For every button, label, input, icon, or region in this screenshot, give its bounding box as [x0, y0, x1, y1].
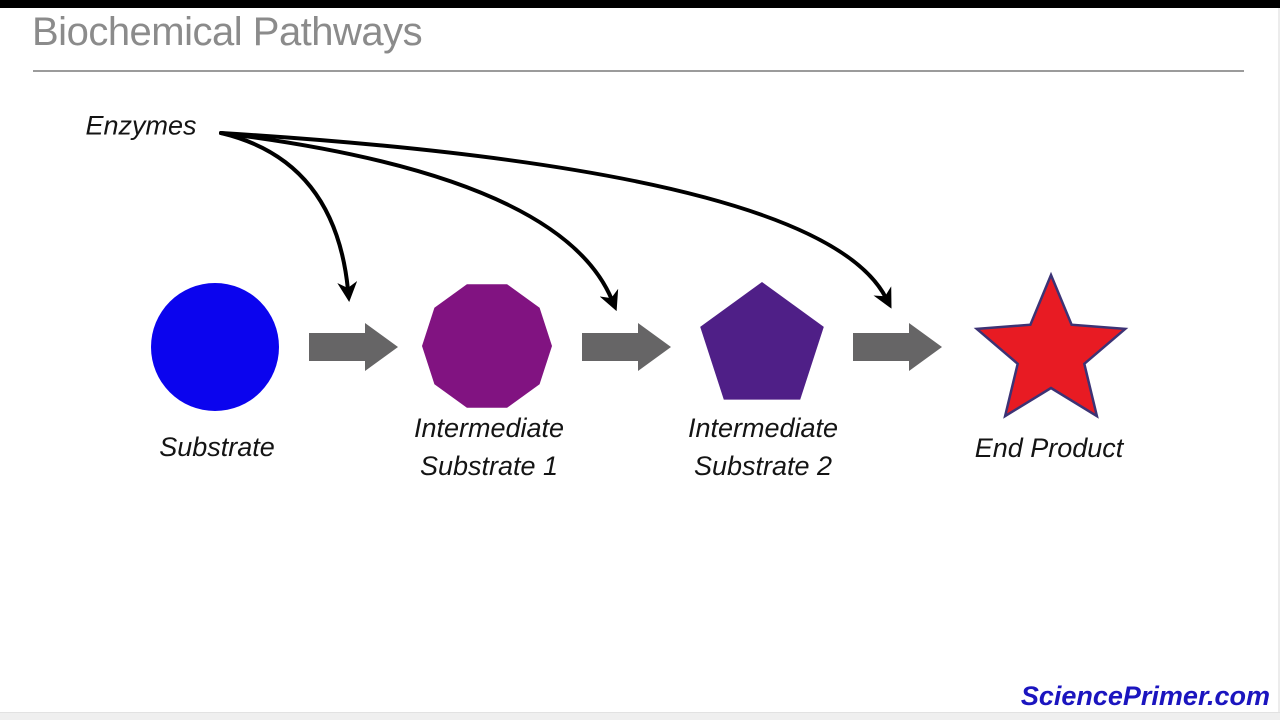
title-divider-line: [33, 70, 1244, 72]
intermediate-1-label: Intermediate Substrate 1: [413, 413, 565, 481]
process-arrow-1: [309, 323, 398, 371]
intermediate-1-decagon: [422, 284, 552, 408]
slide-right-edge-line: [1278, 8, 1280, 712]
intermediate-2-label: Intermediate Substrate 2: [687, 413, 839, 481]
substrate-label: Substrate: [159, 432, 275, 462]
substrate-circle: [151, 283, 279, 411]
process-arrow-2: [582, 323, 671, 371]
end-product-label: End Product: [974, 433, 1124, 463]
enzymes-label: Enzymes: [85, 110, 197, 141]
enzyme-arrow-1: [219, 131, 358, 302]
page-title: Biochemical Pathways: [32, 10, 423, 54]
top-letterbox-bar: [0, 0, 1280, 8]
process-arrow-3: [853, 323, 942, 371]
enzyme-arrow-2: [219, 131, 619, 312]
watermark-text: SciencePrimer.com: [1020, 681, 1270, 711]
end-product-star: [973, 271, 1129, 419]
bottom-letterbox-bar: [0, 712, 1280, 720]
enzyme-arrow-3: [219, 131, 892, 309]
intermediate-2-pentagon: [700, 282, 824, 400]
